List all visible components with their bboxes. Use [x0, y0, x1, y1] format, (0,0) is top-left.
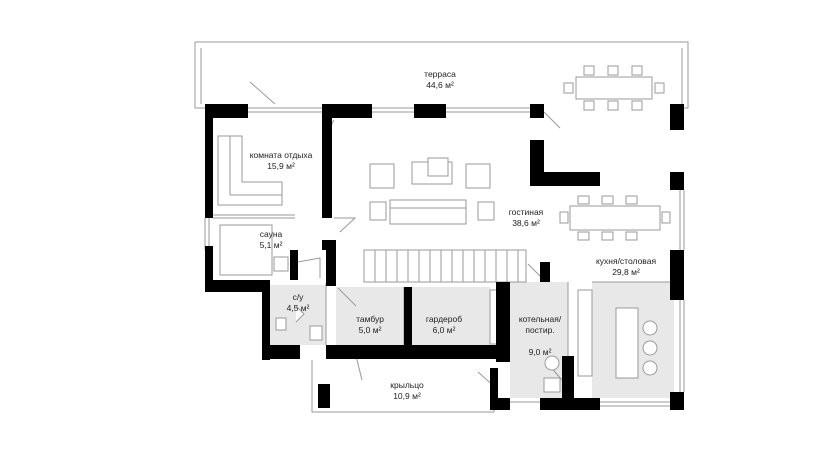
wall [290, 250, 298, 280]
staircase [363, 249, 527, 283]
room-label-terrace: терраса 44,6 м² [410, 69, 470, 91]
sauna-bench [219, 224, 273, 276]
room-area: 38,6 м² [512, 218, 540, 228]
wall [670, 392, 684, 410]
room-name: с/у [292, 292, 304, 302]
room-area: 10,9 м² [393, 391, 421, 401]
door-swing [249, 81, 276, 105]
wall [205, 104, 213, 218]
wall [540, 398, 600, 410]
kitchen-island [615, 307, 639, 379]
kitchen-table [569, 205, 661, 231]
room-name: гостиная [508, 207, 544, 217]
room-label-kitchen: кухня/столовая 29,8 м² [584, 256, 668, 278]
room-name: котельная/ постир. [518, 314, 562, 335]
wall [205, 280, 270, 292]
room-label-living: гостиная 38,6 м² [496, 207, 556, 229]
room-area: 4,5 м² [286, 303, 310, 313]
wall [670, 250, 684, 300]
furniture [217, 65, 671, 393]
wall [326, 250, 336, 286]
room-label-boiler: котельная/ постир. 9,0 м² [512, 303, 568, 369]
room-area: 5,1 м² [259, 240, 283, 250]
wall [262, 280, 270, 360]
room-name: комната отдыха [249, 150, 313, 160]
room-label-porch: крыльцо 10,9 м² [382, 380, 432, 402]
room-name: кухня/столовая [595, 256, 657, 266]
door-swing [334, 217, 357, 233]
wall [490, 368, 498, 410]
armchair [369, 163, 395, 189]
wall [386, 345, 496, 359]
wardrobe-floor [408, 287, 490, 345]
door-swing [543, 111, 561, 129]
room-name: гардероб [425, 314, 463, 324]
armchair [465, 163, 491, 189]
wall [404, 287, 412, 345]
wall [322, 240, 336, 250]
living-sofa [389, 199, 467, 225]
room-label-wc: с/у 4,5 м² [278, 292, 318, 314]
door-swing [337, 287, 357, 307]
room-area: 15,9 м² [267, 161, 295, 171]
wall [530, 104, 544, 118]
room-area: 5,0 м² [358, 325, 382, 335]
wall [670, 104, 684, 130]
wall [562, 356, 574, 400]
wall [670, 172, 684, 190]
wall [322, 104, 372, 118]
room-area: 9,0 м² [528, 347, 552, 357]
wall [530, 172, 600, 186]
wall [270, 345, 300, 359]
walls [205, 104, 684, 410]
room-name: тамбур [356, 314, 384, 324]
room-label-wardrobe: гардероб 6,0 м² [414, 314, 474, 336]
stair-steps [374, 250, 519, 282]
room-label-lounge: комната отдыха 15,9 м² [236, 150, 326, 172]
wall [540, 262, 550, 282]
wall [205, 246, 213, 292]
wc-toilet [309, 325, 323, 341]
wall [205, 104, 248, 118]
wall [496, 282, 510, 362]
wall [322, 118, 332, 218]
lounge-sofa [217, 135, 283, 206]
room-area: 29,8 м² [612, 267, 640, 277]
wall [326, 345, 386, 359]
room-name: терраса [424, 69, 456, 79]
wall [318, 384, 330, 408]
room-area: 44,6 м² [426, 80, 454, 90]
terrace-table [575, 76, 653, 100]
wc-sink [275, 317, 287, 331]
room-name: крыльцо [390, 380, 424, 390]
room-area: 6,0 м² [432, 325, 456, 335]
room-label-vestibule: тамбур 5,0 м² [340, 314, 400, 336]
room-label-sauna: сауна 5,1 м² [246, 229, 296, 251]
wall [496, 398, 510, 410]
room-name: сауна [259, 229, 283, 239]
wall [414, 104, 446, 118]
door-swing [297, 257, 321, 278]
wet-floor-areas [270, 282, 674, 398]
boiler-washer [544, 355, 560, 371]
